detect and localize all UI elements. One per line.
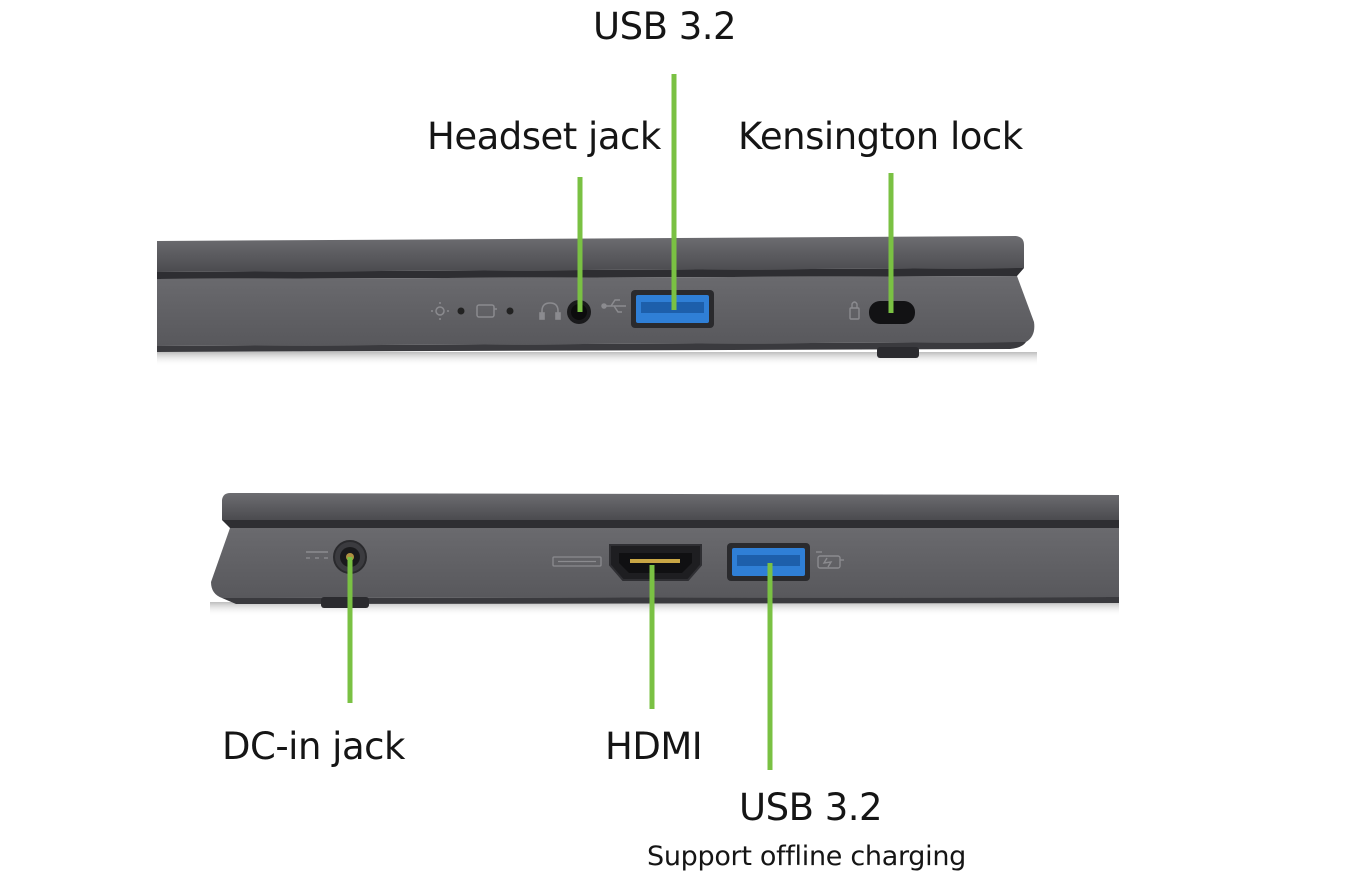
label-usb-left-note: Support offline charging [647,841,966,872]
label-dc-in-jack: DC-in jack [222,725,405,768]
laptop-lid-bottom [222,493,1119,520]
laptop-base [157,276,1035,346]
charging-icon [816,551,844,569]
label-hdmi: HDMI [605,725,703,768]
usb-icon [601,299,626,313]
label-headset-jack: Headset jack [427,115,661,158]
laptop-foot [877,347,919,358]
dc-jack-port [333,540,367,574]
laptop-lid [157,236,1024,272]
label-usb-right: USB 3.2 [593,5,737,48]
hdmi-port [609,544,702,581]
battery-indicator-icon [476,304,497,318]
laptop-foot-bottom [321,597,369,608]
headset-icon [539,302,561,320]
laptop-left-side [210,493,1119,616]
battery-led [506,307,514,315]
dc-icon [306,551,328,559]
label-usb-left: USB 3.2 [739,786,883,829]
lock-icon [849,301,860,320]
power-led [457,307,465,315]
label-kensington-lock: Kensington lock [738,115,1023,158]
leader-lines [347,74,894,770]
usb-port-left [727,543,810,581]
hdmi-icon [552,556,602,567]
laptop-right-side [157,236,1037,366]
power-indicator-icon [431,302,449,320]
